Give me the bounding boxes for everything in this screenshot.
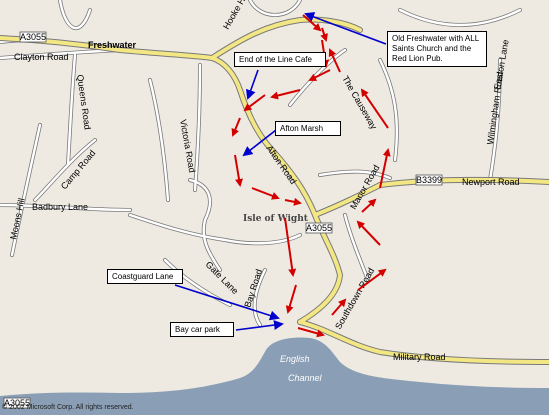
major-roads <box>0 17 549 364</box>
callout-text-old-freshwater: Old Freshwater with ALL Saints Church an… <box>392 34 479 63</box>
callout-arrow-afton-marsh <box>242 129 277 157</box>
callout-coastguard-lane: Coastguard Lane <box>107 269 183 284</box>
road-shield-a3055-nw: A3055 <box>19 31 47 43</box>
road-shield-b3399: B3399 <box>415 174 443 186</box>
route-arrow <box>308 69 331 81</box>
route-arrow <box>234 154 243 187</box>
place-label-isle-of-wight: Isle of Wight <box>243 214 309 224</box>
route-arrow <box>284 217 297 277</box>
svg-text:A3055: A3055 <box>4 398 30 408</box>
callout-bay-car-park: Bay car park <box>170 322 234 337</box>
callout-arrow-coastguard <box>174 284 280 321</box>
road-label-badbury-lane: Badbury Lane <box>32 202 88 212</box>
callout-old-freshwater: Old Freshwater with ALL Saints Church an… <box>387 31 487 67</box>
callout-arrows <box>174 12 387 331</box>
route-arrow <box>270 89 301 100</box>
route-arrow <box>328 48 341 73</box>
route-arrow <box>360 88 389 129</box>
route-arrow <box>356 220 381 246</box>
sea-area <box>0 337 549 415</box>
route-arrow <box>251 187 280 200</box>
callout-text-end-of-line-cafe: End of the Line Cafe <box>239 55 312 64</box>
route-arrow <box>231 117 241 137</box>
callout-end-of-line-cafe: End of the Line Cafe <box>234 52 326 67</box>
callout-arrow-old-freshwater <box>304 12 387 45</box>
road-label-newport-road: Newport Road <box>462 177 520 187</box>
route-arrow <box>379 148 391 189</box>
route-arrow <box>361 198 377 213</box>
road-label-clayton-road: Clayton Road <box>14 52 69 62</box>
road-label-military-road: Military Road <box>393 352 446 362</box>
sea-label-english: English <box>280 354 310 364</box>
route-arrow <box>320 27 328 42</box>
place-label-freshwater: Freshwater <box>88 40 137 50</box>
road-shield-a3055-center: A3055 <box>305 222 333 234</box>
callout-arrow-cafe <box>245 69 259 100</box>
route-arrow <box>285 284 297 314</box>
svg-text:A3055: A3055 <box>306 223 332 233</box>
route-arrow <box>331 298 347 316</box>
callout-arrow-bay-car-park <box>235 320 284 331</box>
sea-label-channel: Channel <box>288 373 323 383</box>
callout-afton-marsh: Afton Marsh <box>275 121 341 136</box>
route-arrows <box>231 14 391 338</box>
road-shield-a3055-w: A3055 <box>3 397 31 409</box>
route-arrow <box>357 268 387 291</box>
callout-text-afton-marsh: Afton Marsh <box>280 124 324 133</box>
callout-text-coastguard-lane: Coastguard Lane <box>112 272 174 281</box>
svg-text:B3399: B3399 <box>416 175 442 185</box>
callout-text-bay-car-park: Bay car park <box>175 325 220 334</box>
copyright-notice: © 2002 Microsoft Corp. All rights reserv… <box>2 404 134 411</box>
route-arrow <box>297 327 325 338</box>
route-arrow <box>243 94 266 112</box>
svg-text:A3055: A3055 <box>20 32 46 42</box>
route-arrow <box>284 197 302 206</box>
